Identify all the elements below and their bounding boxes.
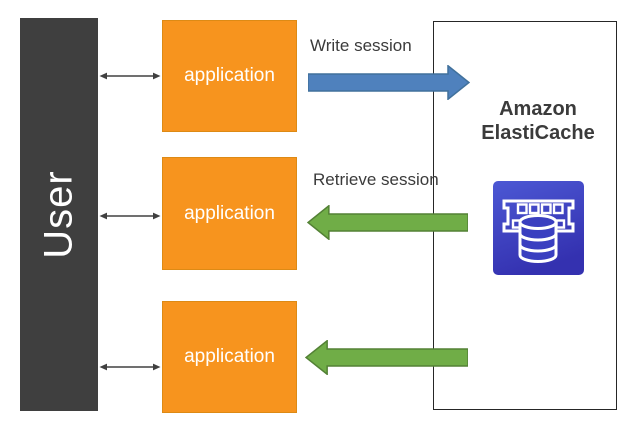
elasticache-title: Amazon ElastiCache: [448, 97, 628, 145]
application-label: application: [184, 65, 275, 86]
elasticache-title-line1: Amazon: [499, 98, 577, 120]
database-cylinder-glyph: [518, 214, 558, 263]
user-app-connector-1: [99, 72, 161, 80]
application-label: application: [184, 202, 275, 224]
application-box-1: application: [162, 20, 297, 132]
elasticache-icon: [493, 181, 584, 275]
retrieve-session-label: Retrieve session: [313, 170, 439, 189]
user-label: User: [36, 170, 81, 259]
retrieve-session-arrow-2: [305, 340, 468, 375]
write-session-arrow: [308, 65, 470, 100]
retrieve-session-arrow: [307, 205, 468, 240]
application-box-3: application: [162, 301, 297, 413]
user-app-connector-2: [99, 212, 161, 220]
write-session-label: Write session: [310, 36, 412, 55]
elasticache-title-line2: ElastiCache: [481, 122, 595, 144]
user-box: User: [20, 18, 98, 411]
user-app-connector-3: [99, 363, 161, 371]
application-label: application: [184, 346, 275, 367]
application-box-2: application: [162, 157, 297, 270]
